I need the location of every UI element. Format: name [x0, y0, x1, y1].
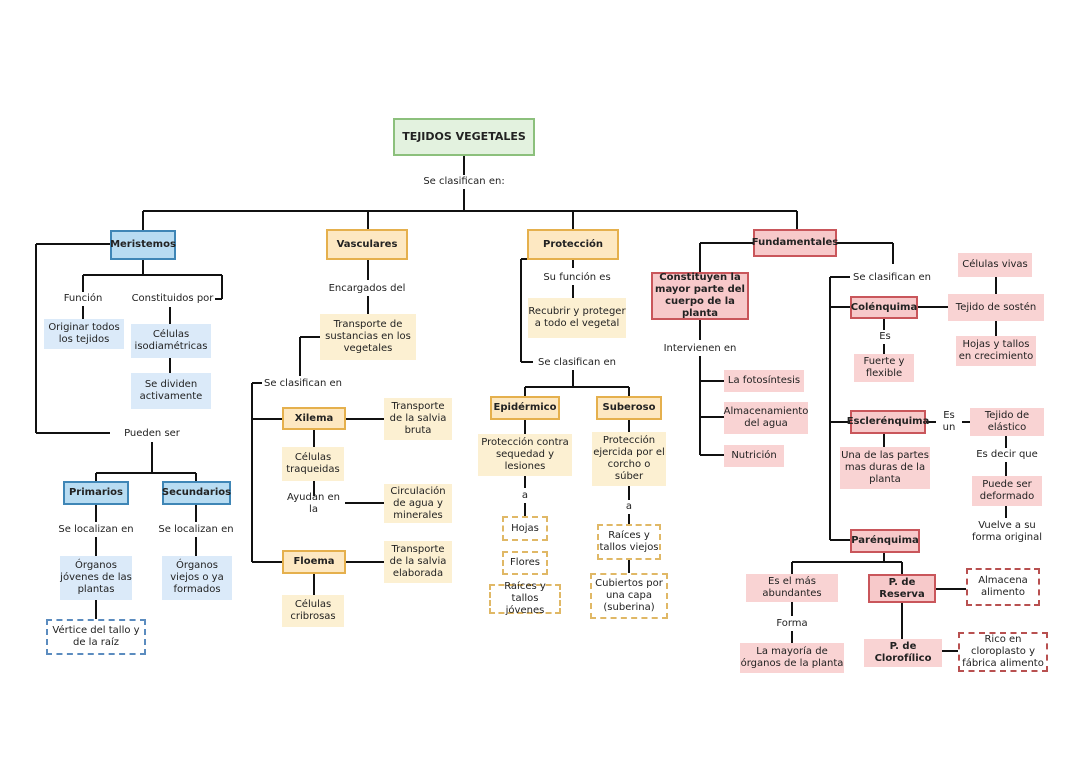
xilema-transporte: Transporte de la salvia bruta	[384, 398, 452, 440]
secundarios-localizan-label: Se localizan en	[155, 522, 237, 537]
encargados-label: Encargados del	[326, 281, 408, 296]
rico-cloroplasto: Rico en cloroplasto y fábrica alimento	[958, 632, 1048, 672]
transporte-sustancias: Transporte de sustancias en los vegetale…	[320, 314, 416, 360]
epidermico-flores: Flores	[502, 551, 548, 575]
colenquima-es-label: Es	[876, 330, 894, 344]
hojas-crecimiento: Hojas y tallos en crecimiento	[956, 336, 1036, 366]
funcion-label: Función	[58, 292, 108, 306]
secundarios-organos: Órganos viejos o ya formados	[162, 556, 232, 600]
primarios-header: Primarios	[63, 481, 129, 505]
almacena-alimento: Almacena alimento	[966, 568, 1040, 606]
celulas-traqueidas: Células traqueidas	[282, 447, 344, 481]
primarios-organos: Órganos jóvenes de las plantas	[60, 556, 132, 600]
colenquima-header: Colénquima	[850, 296, 918, 319]
epidermico-raices: Raíces y tallos jóvenes	[489, 581, 561, 616]
primarios-localizan-label: Se localizan en	[53, 522, 139, 537]
mayoria-organos: La mayoría de órganos de la planta	[740, 643, 844, 673]
meristemos-header: Meristemos	[110, 230, 176, 260]
top-link-label: Se clasifican en:	[410, 175, 518, 189]
reserva-box: P. de Reserva	[868, 574, 936, 603]
constituidos-value: Células isodiamétricas	[131, 324, 211, 358]
celulas-cribrosas: Células cribrosas	[282, 595, 344, 627]
puede-deformado: Puede ser deformado	[972, 476, 1042, 506]
constituyen-box: Constituyen la mayor parte del cuerpo de…	[651, 272, 749, 320]
partes-duras: Una de las partes mas duras de la planta	[840, 447, 930, 489]
tejido-sosten: Tejido de sostén	[948, 294, 1044, 321]
floema-header: Floema	[282, 550, 346, 574]
vuelve-forma: Vuelve a su forma original	[968, 518, 1046, 546]
vasculares-clasifican-label: Se clasifican en	[262, 376, 344, 391]
floema-transporte: Transporte de la salvia elaborada	[384, 541, 452, 583]
vertice-note: Vértice del tallo y de la raíz	[46, 619, 146, 655]
root-title: TEJIDOS VEGETALES	[393, 118, 535, 156]
celulas-vivas: Células vivas	[958, 253, 1032, 277]
circulacion-agua: Circulación de agua y minerales	[384, 484, 452, 523]
mas-abundantes: Es el más abundantes	[746, 574, 838, 602]
suberoso-header: Suberoso	[596, 396, 662, 420]
intervienen-label: Intervienen en	[660, 341, 740, 356]
fuerte-flexible: Fuerte y flexible	[854, 354, 914, 382]
funcion-nutricion: Nutrición	[724, 445, 784, 467]
funcion-almacenamiento: Almacenamiento del agua	[724, 402, 808, 434]
funcion-fotosintesis: La fotosíntesis	[724, 370, 804, 392]
esclerenquima-header: Esclerénquima	[847, 410, 929, 434]
suberoso-desc: Protección ejercida por el corcho o súbe…	[592, 432, 666, 486]
proteccion-header: Protección	[527, 229, 619, 260]
recubrir-value: Recubrir y proteger a todo el vegetal	[528, 298, 626, 338]
funcion-es-label: Su función es	[535, 270, 619, 285]
funcion-value: Originar todos los tejidos	[44, 319, 124, 349]
clorofilico-box: P. de Clorofílico	[864, 639, 942, 667]
epidermico-a-label: a	[517, 489, 533, 503]
xilema-header: Xilema	[282, 407, 346, 430]
vasculares-header: Vasculares	[326, 229, 408, 260]
dividen-note: Se dividen activamente	[131, 373, 211, 409]
pueden-ser-label: Pueden ser	[110, 426, 194, 441]
epidermico-hojas: Hojas	[502, 516, 548, 541]
suberoso-raices: Raíces y tallos viejos	[597, 524, 661, 560]
fundamentales-header: Fundamentales	[752, 229, 838, 257]
fundamentales-clasifican-label: Se clasifican en	[850, 270, 934, 285]
es-un-label: Es un	[936, 410, 962, 433]
es-decir-label: Es decir que	[972, 448, 1042, 462]
ayudan-label: Ayudan en la	[282, 492, 345, 515]
suberoso-a-label: a	[621, 500, 637, 514]
parenquima-header: Parénquima	[850, 529, 920, 553]
constituidos-label: Constituidos por	[130, 292, 215, 306]
forma-label: Forma	[772, 617, 812, 631]
secundarios-header: Secundarios	[162, 481, 231, 505]
proteccion-clasifican-label: Se clasifican en	[533, 355, 621, 370]
epidermico-desc: Protección contra sequedad y lesiones	[478, 434, 572, 476]
suberoso-cubiertos: Cubiertos por una capa (suberina)	[590, 573, 668, 619]
tejido-elastico: Tejido de elástico	[970, 408, 1044, 436]
epidermico-header: Epidérmico	[490, 396, 560, 420]
